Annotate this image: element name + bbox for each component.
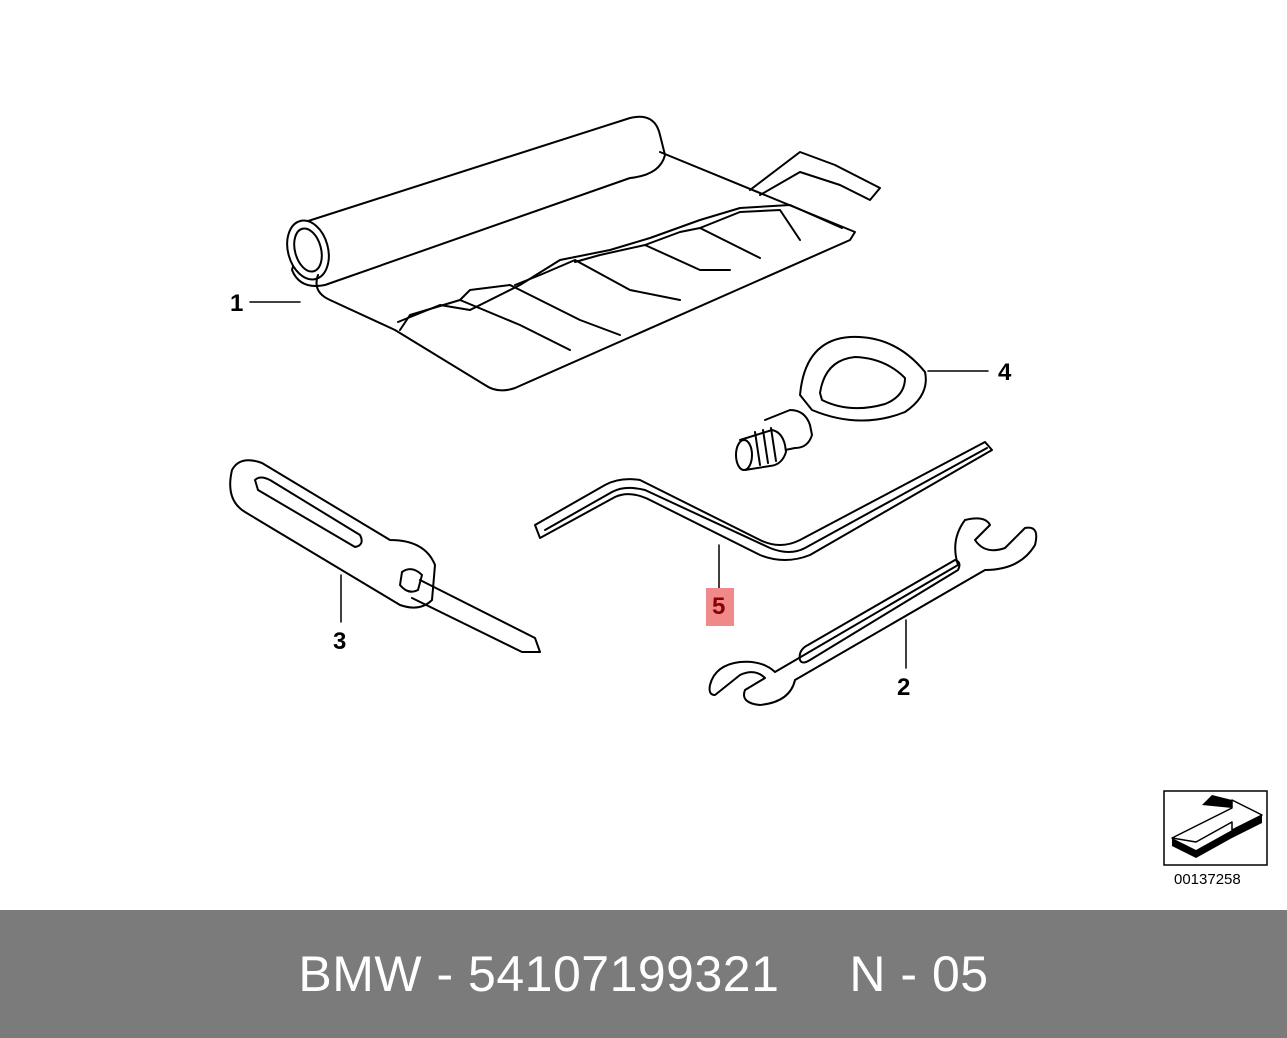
callout-3[interactable]: 3 — [333, 628, 346, 655]
footer-banner: BMW - 54107199321 N - 05 — [0, 910, 1287, 1038]
leader-lines — [249, 301, 989, 669]
callout-5[interactable]: 5 — [712, 593, 725, 620]
tool-roll — [286, 115, 881, 392]
position-label: N - 05 — [849, 946, 989, 1002]
towing-eye — [735, 335, 927, 471]
navigate-arrow-icon[interactable] — [1163, 790, 1268, 866]
part-number-label: BMW - 54107199321 — [298, 946, 780, 1002]
parts-diagram: 1 4 3 5 2 00137258 — [229, 115, 1268, 888]
screwdriver — [229, 459, 541, 653]
reference-code: 00137258 — [1174, 871, 1241, 888]
callout-1[interactable]: 1 — [230, 290, 243, 317]
open-end-wrench — [708, 517, 1038, 706]
callout-2[interactable]: 2 — [897, 674, 910, 701]
wheel-brace — [534, 441, 993, 561]
callout-5-highlight — [706, 588, 734, 626]
callout-4[interactable]: 4 — [998, 359, 1012, 386]
